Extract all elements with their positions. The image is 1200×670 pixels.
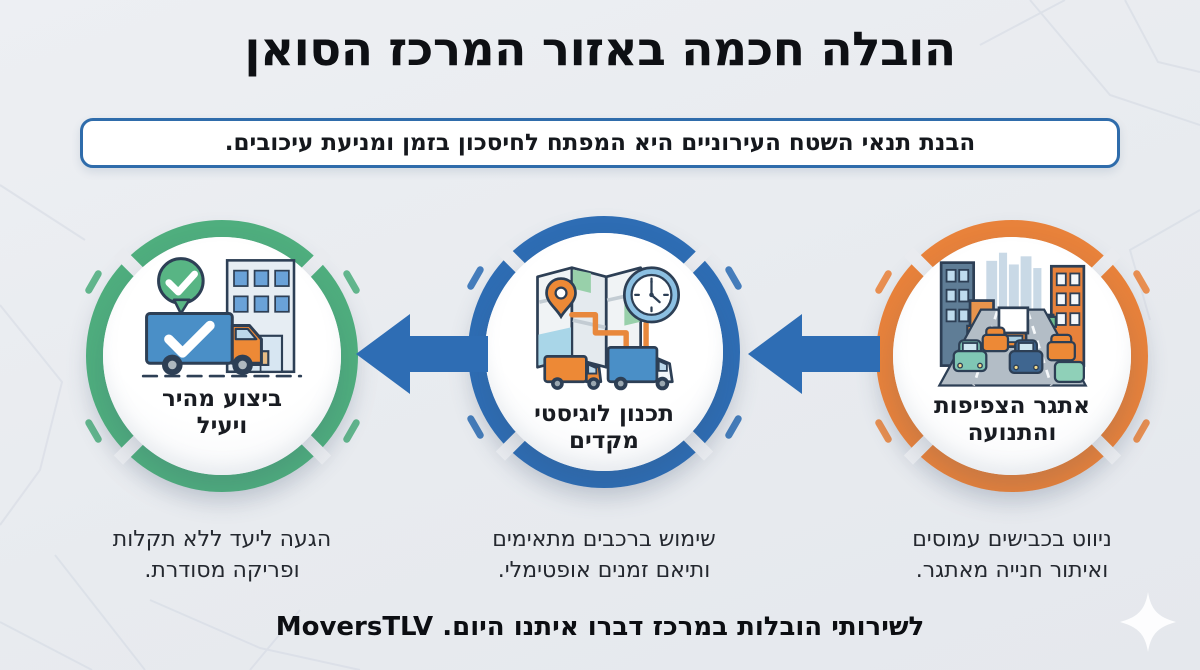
ring-tick — [723, 264, 743, 291]
step-label: תכנון לוגיסטי מקדים — [534, 401, 674, 455]
ring-tick — [465, 413, 485, 440]
ring-tick — [723, 413, 743, 440]
step-circle-planning: תכנון לוגיסטי מקדים — [464, 212, 744, 492]
ring-tick — [873, 268, 893, 295]
step-label: אתגר הצפיפות והתנועה — [933, 393, 1091, 447]
step-circle-congestion: אתגר הצפיפות והתנועה — [872, 216, 1152, 496]
step-description-planning: שימוש ברכבים מתאימים ותיאם זמנים אופטימל… — [492, 527, 716, 584]
logistics-map-clock-icon — [536, 266, 680, 391]
step-inner-circle: אתגר הצפיפות והתנועה — [893, 237, 1131, 475]
sparkle-icon — [1120, 592, 1176, 652]
subtitle-text: הבנת תנאי השטח העירוניים היא המפתח לחיסכ… — [224, 130, 976, 156]
step-inner-circle: תכנון לוגיסטי מקדים — [485, 233, 723, 471]
ring-tick — [465, 264, 485, 291]
step-circle-execution: ביצוע מהיר ויעיל — [82, 216, 362, 496]
subtitle-box: הבנת תנאי השטח העירוניים היא המפתח לחיסכ… — [80, 118, 1120, 168]
step-description-execution: הגעה ליעד ללא תקלות ופריקה מסודרת. — [112, 527, 332, 584]
ring-tick — [1131, 417, 1151, 444]
arrow-planning-to-execution — [356, 314, 488, 394]
ring-tick — [1131, 268, 1151, 295]
ring-tick — [341, 268, 361, 295]
ring-tick — [341, 417, 361, 444]
page-title: הובלה חכמה באזור המרכז הסואן — [244, 22, 956, 77]
step-description-congestion: ניווט בכבישים עמוסים ואיתור חנייה מאתגר. — [912, 527, 1112, 584]
step-inner-circle: ביצוע מהיר ויעיל — [103, 237, 341, 475]
arrow-congestion-to-planning — [748, 314, 880, 394]
traffic-congestion-icon — [936, 252, 1088, 387]
ring-tick — [83, 268, 103, 295]
delivery-truck-check-icon — [141, 257, 303, 378]
footer-cta: לשירותי הובלות במרכז דברו איתנו היום. Mo… — [275, 612, 925, 642]
ring-tick — [83, 417, 103, 444]
step-label: ביצוע מהיר ויעיל — [161, 386, 283, 440]
ring-tick — [873, 417, 893, 444]
